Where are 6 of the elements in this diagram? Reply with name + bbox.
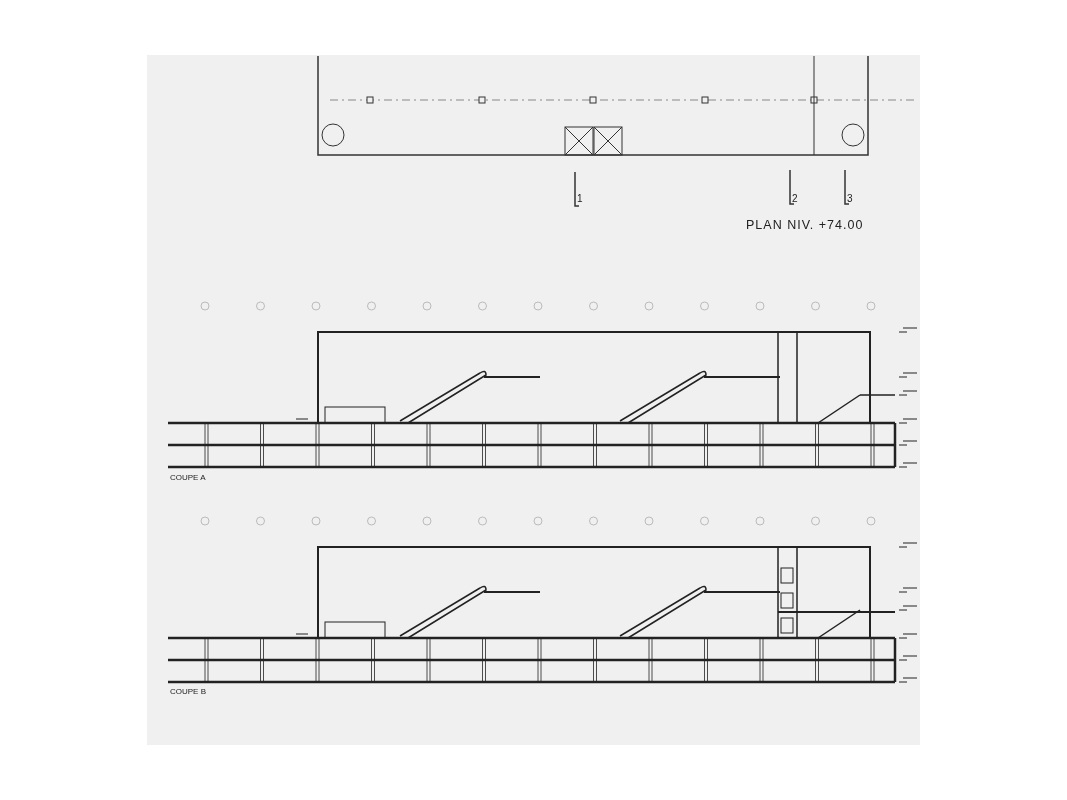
- section-title: COUPE B: [170, 688, 206, 696]
- section-number: 2: [792, 194, 798, 204]
- section-number: 1: [577, 194, 583, 204]
- plan-title: PLAN NIV. +74.00: [746, 219, 864, 232]
- section-number: 3: [847, 194, 853, 204]
- section-title: COUPE A: [170, 474, 206, 482]
